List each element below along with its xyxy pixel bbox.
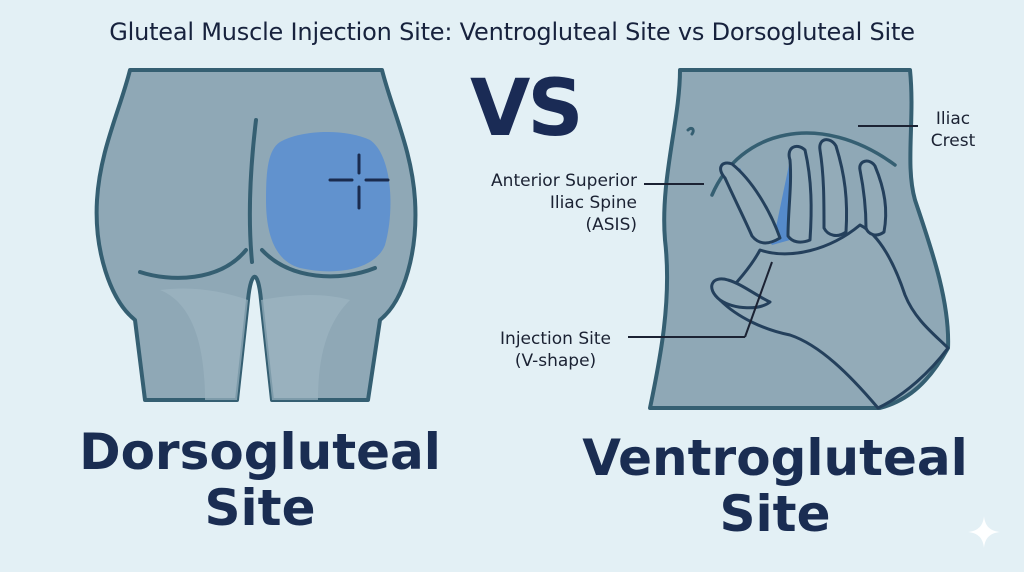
hand-illustration: [710, 138, 950, 410]
sparkle-icon: [968, 516, 1000, 548]
gluteal-fold-right: [260, 248, 377, 279]
ventrogluteal-line2: Site: [719, 485, 831, 543]
right-leg-shade: [261, 295, 350, 400]
dorsogluteal-figure: [94, 68, 418, 402]
injection-site-label-line2: (V-shape): [514, 351, 597, 371]
iliac-crest-label-line1: Iliac: [935, 109, 971, 129]
dorsogluteal-line1: Dorsogluteal: [79, 423, 441, 481]
asis-label-line2: Iliac Spine: [549, 193, 637, 213]
iliac-crest-label: Iliac Crest: [925, 108, 981, 152]
iliac-crest-label-line2: Crest: [930, 131, 976, 151]
dorsogluteal-site-label: Dorsogluteal Site: [60, 424, 460, 536]
ventrogluteal-figure: [648, 68, 951, 410]
gluteal-fold-left: [138, 248, 248, 280]
natal-cleft: [247, 118, 258, 264]
ventrogluteal-site-label: Ventrogluteal Site: [575, 430, 975, 542]
vs-text: VS: [470, 64, 584, 154]
asis-label-line1: Anterior Superior: [491, 171, 637, 191]
dorsogluteal-line2: Site: [204, 479, 316, 537]
asis-label-line3: (ASIS): [585, 215, 638, 235]
crosshair-icon: [328, 153, 390, 210]
leader-injection-diagonal: [744, 261, 773, 338]
asis-label: Anterior Superior Iliac Spine (ASIS): [462, 170, 637, 236]
dorsogluteal-injection-area: [266, 131, 391, 272]
asis-mark: [686, 126, 695, 136]
injection-site-label-line1: Injection Site: [500, 329, 611, 349]
injection-site-label: Injection Site (V-shape): [488, 328, 623, 372]
left-leg-shade: [160, 288, 248, 400]
diagram-title: Gluteal Muscle Injection Site: Ventroglu…: [109, 18, 915, 46]
ventrogluteal-line1: Ventrogluteal: [582, 429, 968, 487]
